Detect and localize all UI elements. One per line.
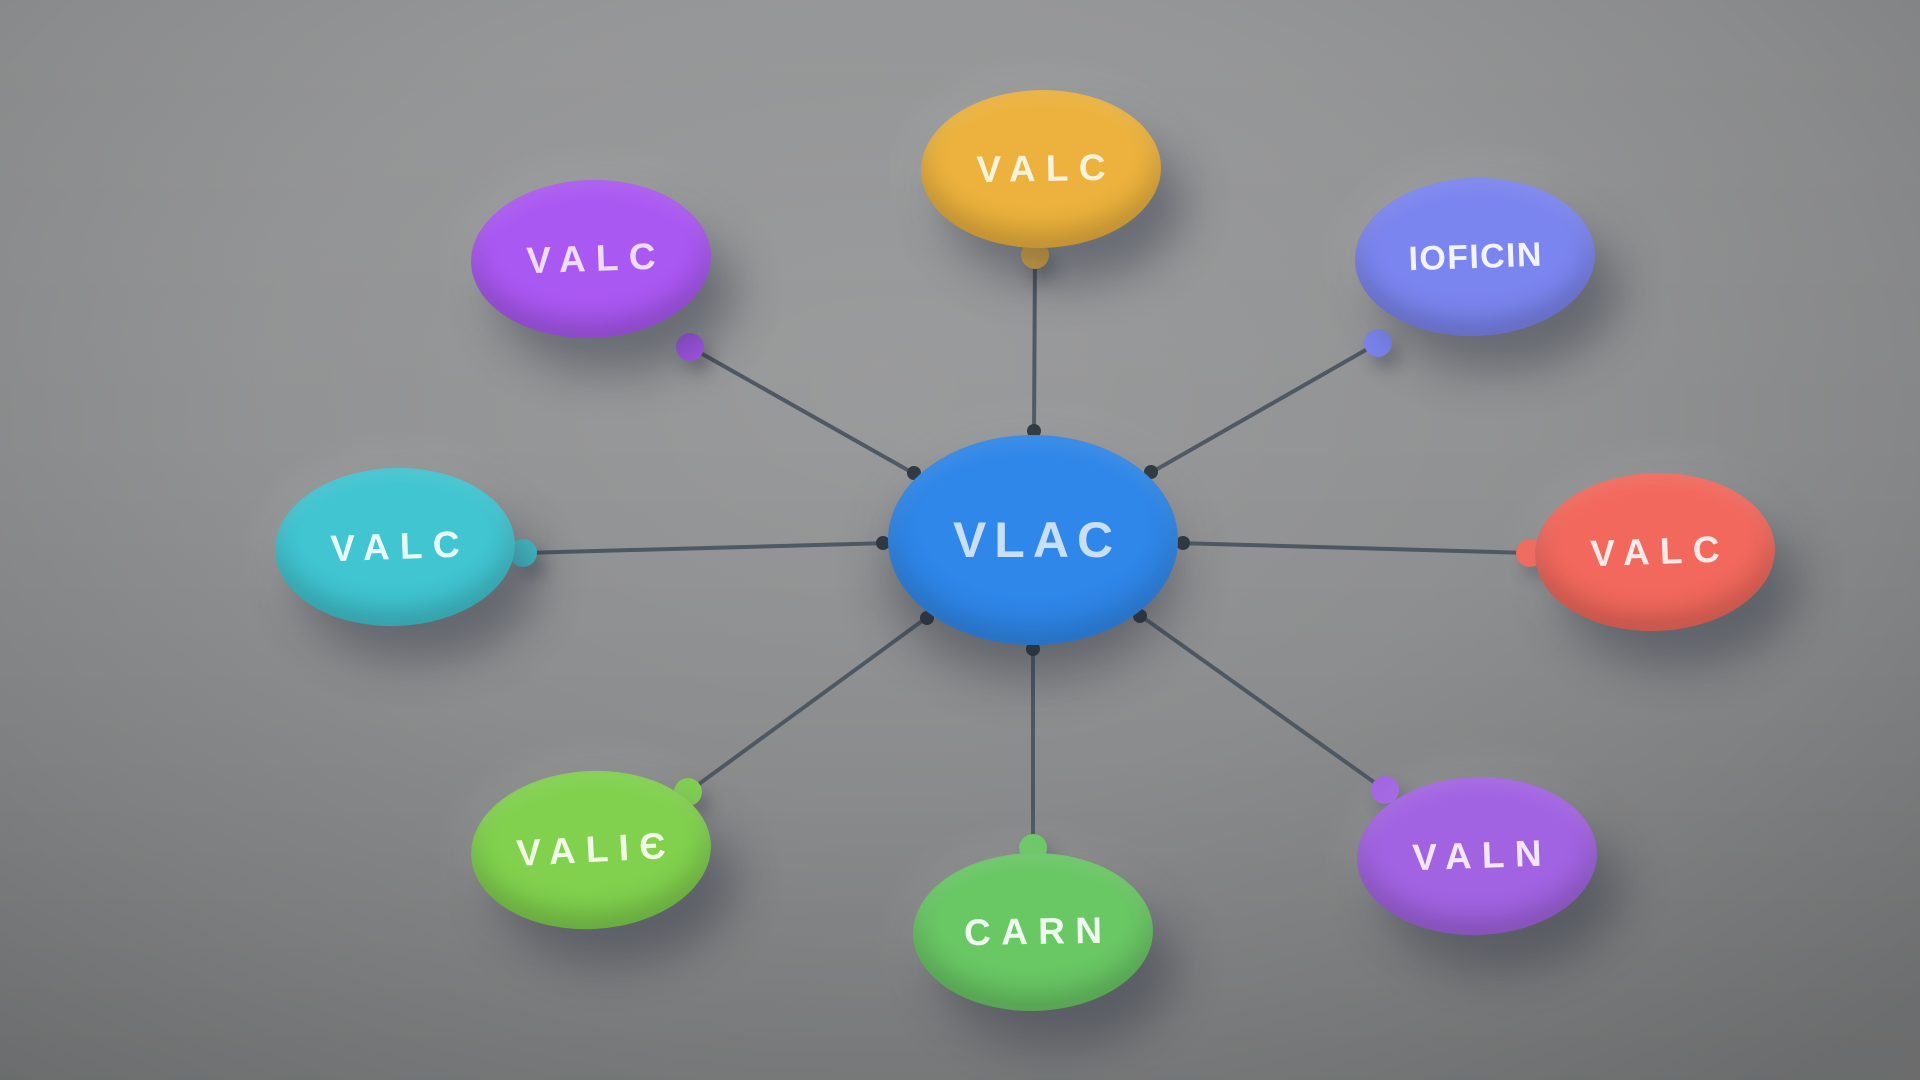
connector-dot-right (1176, 536, 1190, 550)
node-left-label: VALC (329, 523, 471, 570)
connector-dot-bottom (1026, 642, 1040, 656)
node-upper-right-nub (1364, 329, 1392, 357)
node-top-label: VALC (976, 146, 1117, 191)
connector-line-upper-left (688, 345, 922, 479)
connector-dot-top (1027, 424, 1041, 438)
node-lower-left-label: VALIЄ (515, 824, 677, 874)
node-upper-left-nub (676, 333, 704, 361)
node-center[interactable]: VLAC (888, 435, 1178, 645)
connector-line-left (521, 541, 892, 555)
connector-line-lower-left (686, 611, 935, 794)
connector-line-upper-right (1143, 341, 1380, 478)
connector-line-top (1032, 253, 1037, 439)
node-right-label: VALC (1589, 528, 1731, 575)
connector-line-right (1174, 541, 1532, 555)
node-bottom-label: CARN (963, 909, 1113, 954)
connector-dot-left (876, 536, 890, 550)
node-center-label: VLAC (952, 512, 1122, 568)
connector-line-lower-right (1132, 609, 1387, 792)
node-lower-right-label: VALN (1411, 832, 1553, 879)
node-upper-right-label: IOFICIN (1407, 235, 1544, 278)
node-upper-left-label: VALC (525, 235, 667, 282)
